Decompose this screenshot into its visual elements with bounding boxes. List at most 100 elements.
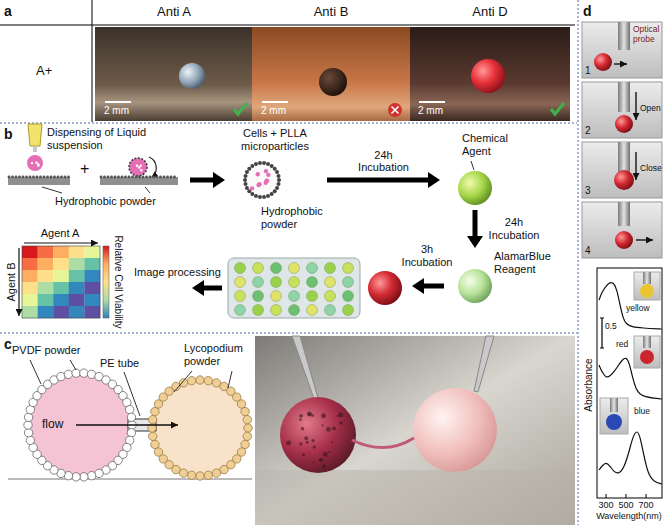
photo-frame — [582, 82, 662, 138]
action-label: Open — [640, 104, 661, 114]
dyed-marble — [280, 397, 356, 473]
powder-dot — [163, 176, 166, 179]
powder-particle — [72, 369, 80, 377]
scale-label: 2 mm — [418, 105, 443, 117]
photo-frame — [582, 142, 662, 198]
plate-marble — [253, 291, 264, 302]
step-label: Chemical Agent — [462, 132, 520, 157]
powder-particle — [241, 440, 249, 448]
speckle — [321, 413, 326, 418]
curve-label: red — [616, 340, 628, 350]
powder-particle — [196, 376, 204, 384]
powder-particle — [243, 432, 251, 440]
colorbar-label: Relative Cell Viability — [112, 235, 124, 328]
column-header: Anti D — [472, 5, 507, 20]
optical-probe — [618, 202, 630, 226]
plate-marble — [325, 277, 336, 288]
heatmap-cell — [69, 294, 85, 306]
powder-dot — [145, 176, 148, 179]
powder-dot — [258, 161, 262, 165]
plate-marble — [253, 277, 264, 288]
heatmap-cell — [84, 306, 100, 318]
powder-dot — [277, 178, 281, 182]
material-label: PVDF powder — [12, 344, 80, 357]
panel-letter: b — [4, 126, 13, 142]
liquid-drop — [27, 155, 43, 171]
powder-particle — [24, 429, 32, 437]
powder-particle — [179, 379, 187, 387]
powder-dot — [67, 176, 70, 179]
panel-separator — [0, 123, 577, 124]
material-label: PE tube — [100, 357, 139, 370]
plate-marble — [343, 305, 354, 316]
axis-label: Agent B — [5, 262, 18, 301]
speckle — [319, 458, 323, 462]
powder-dot — [152, 176, 155, 179]
powder-dot — [124, 176, 127, 179]
plot-frame — [597, 268, 662, 498]
powder-dot — [243, 178, 247, 182]
plate-marble — [289, 291, 300, 302]
colorbar — [103, 246, 109, 318]
powder-dot — [39, 176, 42, 179]
axis-tick — [626, 494, 627, 498]
powder-dot — [103, 176, 106, 179]
material-label: Lycopodium powder — [184, 342, 254, 367]
leader-line — [30, 360, 41, 384]
powder-dot — [53, 176, 56, 179]
table-rule — [92, 0, 93, 122]
powder-dot — [107, 176, 110, 179]
powder-dot — [243, 182, 247, 186]
photo-anti-a — [95, 27, 252, 121]
powder-dot — [22, 176, 25, 179]
heatmap-cell — [53, 258, 69, 270]
heatmap-cell — [22, 258, 38, 270]
leader-line — [174, 371, 192, 392]
powder-dot — [266, 173, 270, 177]
axis-arrow — [24, 242, 98, 243]
process-arrow — [204, 286, 222, 291]
heatmap-cell — [53, 282, 69, 294]
check-mark — [551, 103, 564, 114]
speckle — [331, 441, 333, 443]
powder-dot — [254, 162, 258, 166]
speckle — [322, 464, 326, 468]
powder-particle — [149, 415, 157, 423]
speckle — [299, 414, 303, 418]
plate-marble — [325, 263, 336, 274]
powder-dot — [277, 174, 281, 178]
plate-marble — [289, 305, 300, 316]
powder-dot — [32, 176, 35, 179]
powder-dot — [262, 195, 266, 199]
scale-label: 2 mm — [104, 105, 129, 117]
lycopodium-marble — [152, 380, 248, 476]
plate-marble — [307, 263, 318, 274]
heatmap-cell — [84, 282, 100, 294]
marble-speckles — [286, 411, 343, 468]
leader-line — [124, 372, 140, 416]
tweezers — [474, 336, 494, 392]
powder-dot — [245, 186, 249, 190]
powder-dot — [275, 186, 279, 190]
optical-probe — [618, 142, 630, 173]
powder-dot — [8, 176, 11, 179]
heatmap-cell — [84, 294, 100, 306]
heatmap-cell — [38, 306, 54, 318]
plate-marble — [253, 263, 264, 274]
heatmap-cell — [38, 258, 54, 270]
panel-letter: c — [4, 336, 12, 352]
powder-dot — [64, 176, 67, 179]
powder-dot — [139, 164, 141, 166]
powder-particle — [220, 465, 228, 473]
speckle — [313, 462, 315, 464]
powder-dot — [273, 189, 277, 193]
process-arrow — [190, 178, 225, 183]
panel-separator — [0, 333, 577, 334]
powder-dot — [128, 176, 131, 179]
photo-surface — [255, 470, 575, 525]
speckle — [321, 424, 323, 426]
speckle — [326, 427, 331, 432]
scale-bar — [419, 101, 445, 103]
plate-marble — [253, 305, 264, 316]
powder-dot — [250, 192, 254, 196]
